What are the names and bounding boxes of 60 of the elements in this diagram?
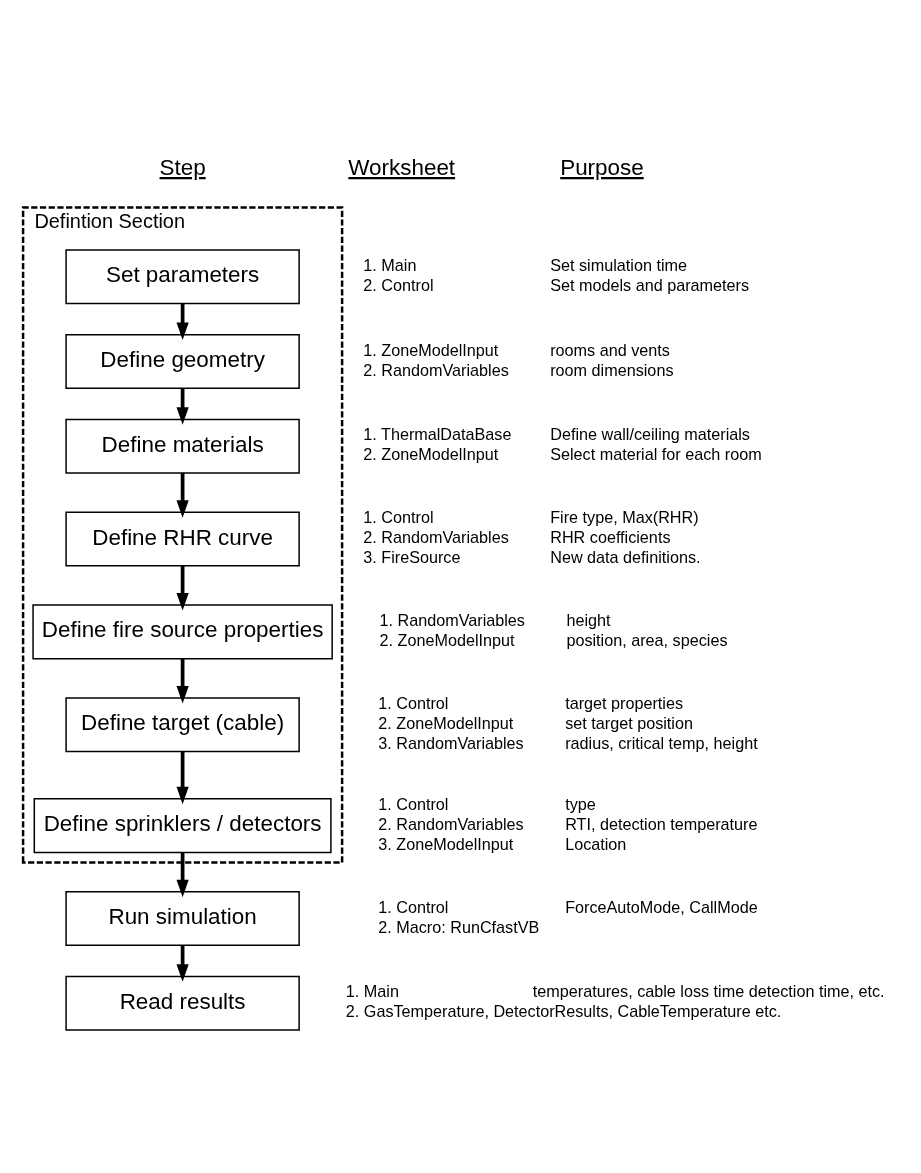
label: position, area, species [566,630,728,649]
label: Fire type, Max(RHR) [550,507,699,526]
label: 3. RandomVariables [378,733,524,752]
label: 2. GasTemperature, DetectorResults, CableTemperature etc. [345,1001,782,1020]
label: 1. ZoneModelInput [363,340,499,359]
label: Worksheet [348,154,456,180]
node-box: Set parameters [65,248,300,304]
node-box: Define materials [65,418,300,474]
arrow [176,387,189,425]
node-box: Define sprinklers / detectors [33,797,332,853]
label: Define wall/ceiling materials [550,424,750,443]
label: 2. Macro: RunCfastVB [378,917,540,936]
node-box: Define fire source properties [32,603,333,659]
label: Set simulation time [550,255,687,274]
arrow [176,751,189,804]
node-box: Read results [65,975,300,1031]
label: set target position [565,713,693,732]
label: 1. Control [378,897,449,916]
label: Select material for each room [550,444,762,463]
label: 2. ZoneModelInput [378,713,514,732]
label: Set models and parameters [550,275,750,294]
node-box: Define target (cable) [65,696,300,752]
node-box: Define RHR curve [65,511,300,567]
arrow [176,565,189,611]
label: 2. ZoneModelInput [379,630,515,649]
label: 2. Control [363,275,434,294]
label: Location [565,834,627,853]
node-box: Run simulation [65,890,300,946]
label: 1. Main [363,255,417,274]
label: 1. Control [378,693,449,712]
label: Step [159,154,206,180]
label: target properties [565,693,684,712]
label: room dimensions [550,360,674,379]
label: rooms and vents [550,340,670,359]
label: 1. Control [363,507,434,526]
label: 1. Main [345,981,399,1000]
node-box: Define geometry [65,333,300,389]
label: 1. Control [378,794,449,813]
label: height [566,610,611,629]
label: 3. ZoneModelInput [378,834,514,853]
arrow [176,944,189,982]
label: RHR coefficients [550,527,671,546]
arrow [176,658,189,703]
label: 2. RandomVariables [363,360,509,379]
label: 1. ThermalDataBase [363,424,512,443]
label: type [565,794,596,813]
label: radius, critical temp, height [565,733,758,752]
label: 2. RandomVariables [378,814,524,833]
arrow [176,303,189,340]
label: New data definitions. [550,547,701,566]
label: 1. RandomVariables [379,610,525,629]
label: 2. ZoneModelInput [363,444,499,463]
label: RTI, detection temperature [565,814,758,833]
label: Purpose [560,154,644,180]
arrow [176,472,189,518]
label: 3. FireSource [363,547,461,566]
label: 2. RandomVariables [363,527,509,546]
label: temperatures, cable loss time detection time, etc. [532,981,885,1000]
label: ForceAutoMode, CallMode [565,897,758,916]
arrow [176,852,189,897]
